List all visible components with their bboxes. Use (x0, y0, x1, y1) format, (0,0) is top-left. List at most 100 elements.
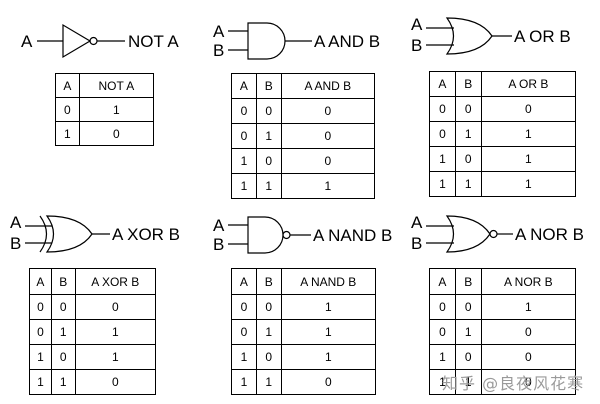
table-row: 0 1 1 (429, 121, 577, 147)
table-cell: 0 (454, 146, 482, 172)
watermark: 知乎 @良夜风花寒 (442, 374, 585, 393)
or-input-b-label: B (411, 36, 422, 55)
table-cell: 1 (255, 173, 282, 199)
or-input-a-label: A (411, 15, 423, 34)
nor-input-b-label: B (411, 234, 422, 253)
nor-output-label: A NOR B (515, 225, 584, 244)
table-cell: 0 (255, 148, 282, 174)
table-row: 0 1 (55, 97, 155, 122)
table-header: A XOR B (74, 268, 157, 295)
table-cell: 1 (480, 294, 577, 320)
table-cell: 0 (280, 98, 376, 124)
nand-gate-symbol (247, 216, 284, 254)
table-cell: 1 (280, 344, 377, 370)
table-header: B (255, 73, 282, 99)
table-row: 0 1 0 (429, 319, 577, 345)
and-truth-table: A B A AND B 0 0 0 0 1 0 1 0 0 1 1 1 (231, 73, 376, 199)
not-gate: A NOT A (21, 23, 179, 59)
table-cell: 1 (231, 148, 257, 174)
table-cell: 0 (280, 369, 377, 395)
or-gate: A B A OR B (411, 15, 571, 55)
table-cell: 0 (429, 319, 456, 345)
table-cell: 1 (480, 146, 577, 172)
and-gate: A B A AND B (213, 22, 380, 60)
table-row: 1 1 1 (429, 171, 577, 197)
table-cell: 1 (280, 319, 377, 345)
table-cell: 0 (231, 123, 257, 149)
table-cell: 0 (29, 319, 52, 345)
table-header: A NAND B (280, 268, 377, 295)
and-output-label: A AND B (314, 32, 380, 51)
xor-gate: A B A XOR B (10, 213, 180, 253)
table-cell: 0 (55, 97, 80, 122)
nor-gate: A B A NOR B (411, 213, 584, 253)
table-cell: 1 (255, 123, 282, 149)
table-row: 0 1 1 (29, 319, 157, 345)
xor-input-b-label: B (10, 234, 21, 253)
nand-output-label: A NAND B (313, 226, 392, 245)
table-cell: 1 (231, 369, 257, 395)
table-header: A (29, 268, 52, 295)
table-cell: 1 (29, 369, 52, 395)
table-cell: 1 (454, 121, 482, 147)
table-cell: 1 (231, 173, 257, 199)
table-cell: 1 (50, 369, 76, 395)
table-header: B (50, 268, 76, 295)
table-cell: 1 (78, 97, 155, 122)
table-cell: 0 (280, 123, 376, 149)
table-cell: 0 (429, 294, 456, 320)
table-header: A (231, 73, 257, 99)
table-cell: 0 (231, 319, 257, 345)
xor-input-a-label: A (10, 213, 22, 232)
table-cell: 0 (231, 98, 257, 124)
nor-truth-table: A B A NOR B 0 0 1 0 1 0 1 0 0 1 1 0 (429, 268, 577, 395)
table-header: A (429, 268, 456, 295)
xor-gate-symbol (45, 215, 93, 253)
not-gate-symbol (62, 23, 92, 59)
table-cell: 0 (255, 344, 282, 370)
table-row: 0 0 0 (231, 98, 376, 124)
and-input-a-label: A (213, 22, 225, 41)
table-cell: 0 (231, 294, 257, 320)
table-row: 1 0 0 (231, 148, 376, 174)
table-header: A (55, 73, 80, 98)
and-gate-symbol (247, 22, 286, 60)
nand-input-a-label: A (213, 216, 225, 235)
table-row: 1 0 1 (231, 344, 377, 370)
table-header: A NOR B (480, 268, 577, 295)
table-header: A (429, 71, 456, 97)
table-cell: 0 (255, 98, 282, 124)
table-row: 1 1 1 (231, 173, 376, 199)
table-row: 0 0 0 (429, 96, 577, 122)
xor-extra-arc (39, 215, 48, 253)
not-output-label: NOT A (128, 32, 179, 51)
table-cell: 0 (74, 294, 157, 320)
or-truth-table: A B A OR B 0 0 0 0 1 1 1 0 1 1 1 1 (429, 71, 577, 197)
nor-bubble (489, 229, 498, 239)
table-cell: 0 (429, 96, 456, 122)
table-cell: 0 (255, 294, 282, 320)
nor-gate-symbol (445, 215, 491, 253)
table-cell: 1 (480, 121, 577, 147)
table-cell: 0 (50, 294, 76, 320)
table-cell: 1 (231, 344, 257, 370)
xor-truth-table: A B A XOR B 0 0 0 0 1 1 1 0 1 1 1 0 (29, 268, 157, 395)
table-row: 1 0 (55, 121, 155, 146)
table-cell: 1 (429, 344, 456, 370)
nand-gate: A B A NAND B (213, 216, 392, 254)
table-cell: 0 (480, 369, 577, 395)
table-row: 0 0 0 (29, 294, 157, 320)
table-cell: 1 (74, 319, 157, 345)
nor-input-a-label: A (411, 213, 423, 232)
xor-output-label: A XOR B (112, 225, 180, 244)
table-cell: 0 (280, 148, 376, 174)
not-truth-table: A NOT A 0 1 1 0 (55, 73, 155, 146)
table-cell: 1 (454, 319, 482, 345)
table-header: B (454, 71, 482, 97)
table-row: 0 0 1 (231, 294, 377, 320)
table-header: B (255, 268, 282, 295)
table-header: B (454, 268, 482, 295)
table-cell: 1 (454, 171, 482, 197)
table-cell: 0 (454, 294, 482, 320)
